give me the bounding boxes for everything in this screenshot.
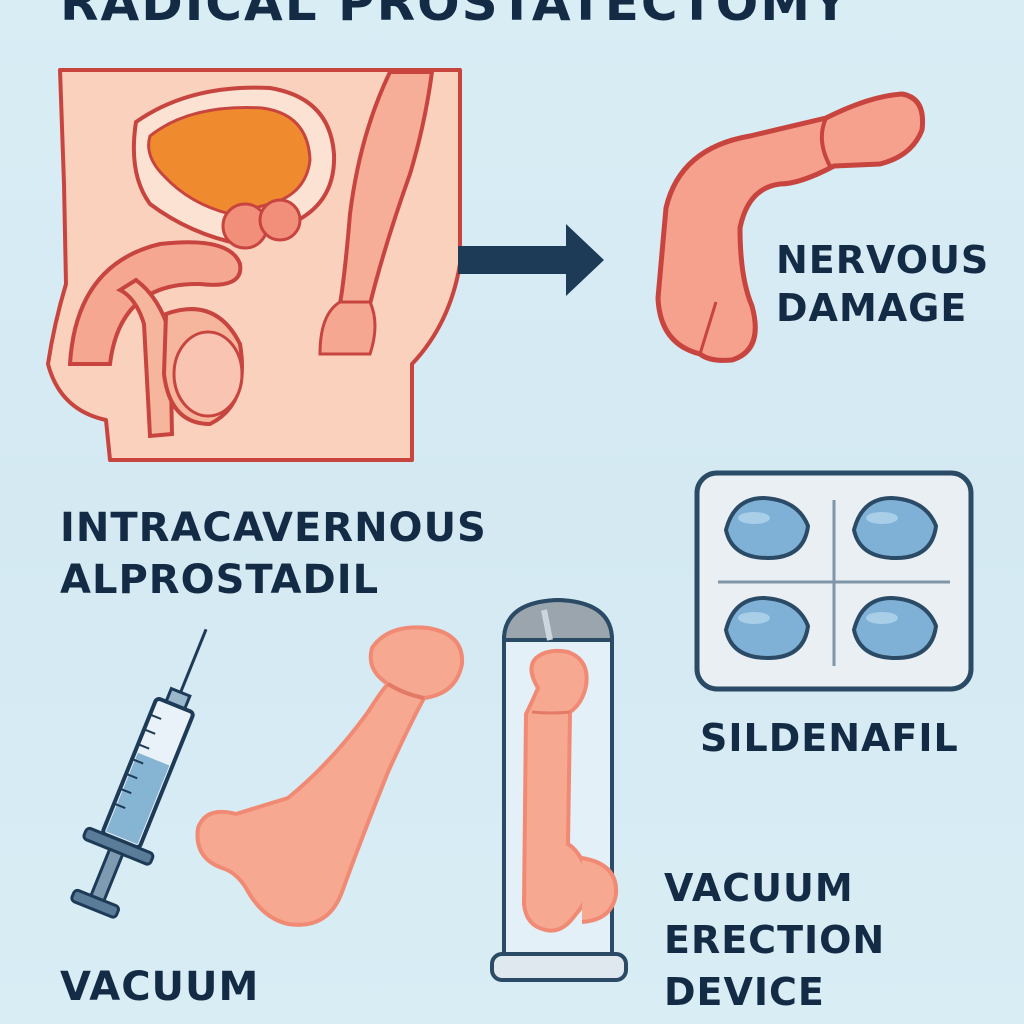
vacuum-device-line3: DEVICE [664, 970, 825, 1014]
pill-blister-icon [694, 470, 974, 692]
intracavernous-line2: ALPROSTADIL [60, 557, 380, 603]
page-title: RADICAL PROSTATECTOMY [60, 0, 851, 32]
nervous-damage-line2: DAMAGE [776, 286, 968, 330]
nervous-damage-line1: NERVOUS [776, 238, 990, 282]
sildenafil-label: SILDENAFIL [700, 716, 959, 760]
vacuum-cylinder-icon [490, 597, 628, 982]
pelvis-anatomy-illustration [46, 68, 462, 462]
intracavernous-line1: INTRACAVERNOUS [60, 505, 487, 551]
nervous-damage-label: NERVOUS DAMAGE [776, 236, 989, 332]
penis-flaccid-illustration [655, 91, 926, 363]
intracavernous-alprostadil-label: INTRACAVERNOUS ALPROSTADIL [60, 502, 487, 606]
vacuum-device-line1: VACUUM [664, 866, 854, 910]
vacuum-label: VACUUM [60, 964, 260, 1010]
syringe-icon [70, 628, 208, 919]
arrow-right-icon [458, 224, 604, 296]
vacuum-erection-device-label: VACUUM ERECTION DEVICE [664, 862, 885, 1018]
penis-erect-illustration [195, 625, 465, 927]
vacuum-device-line2: ERECTION [664, 918, 886, 962]
